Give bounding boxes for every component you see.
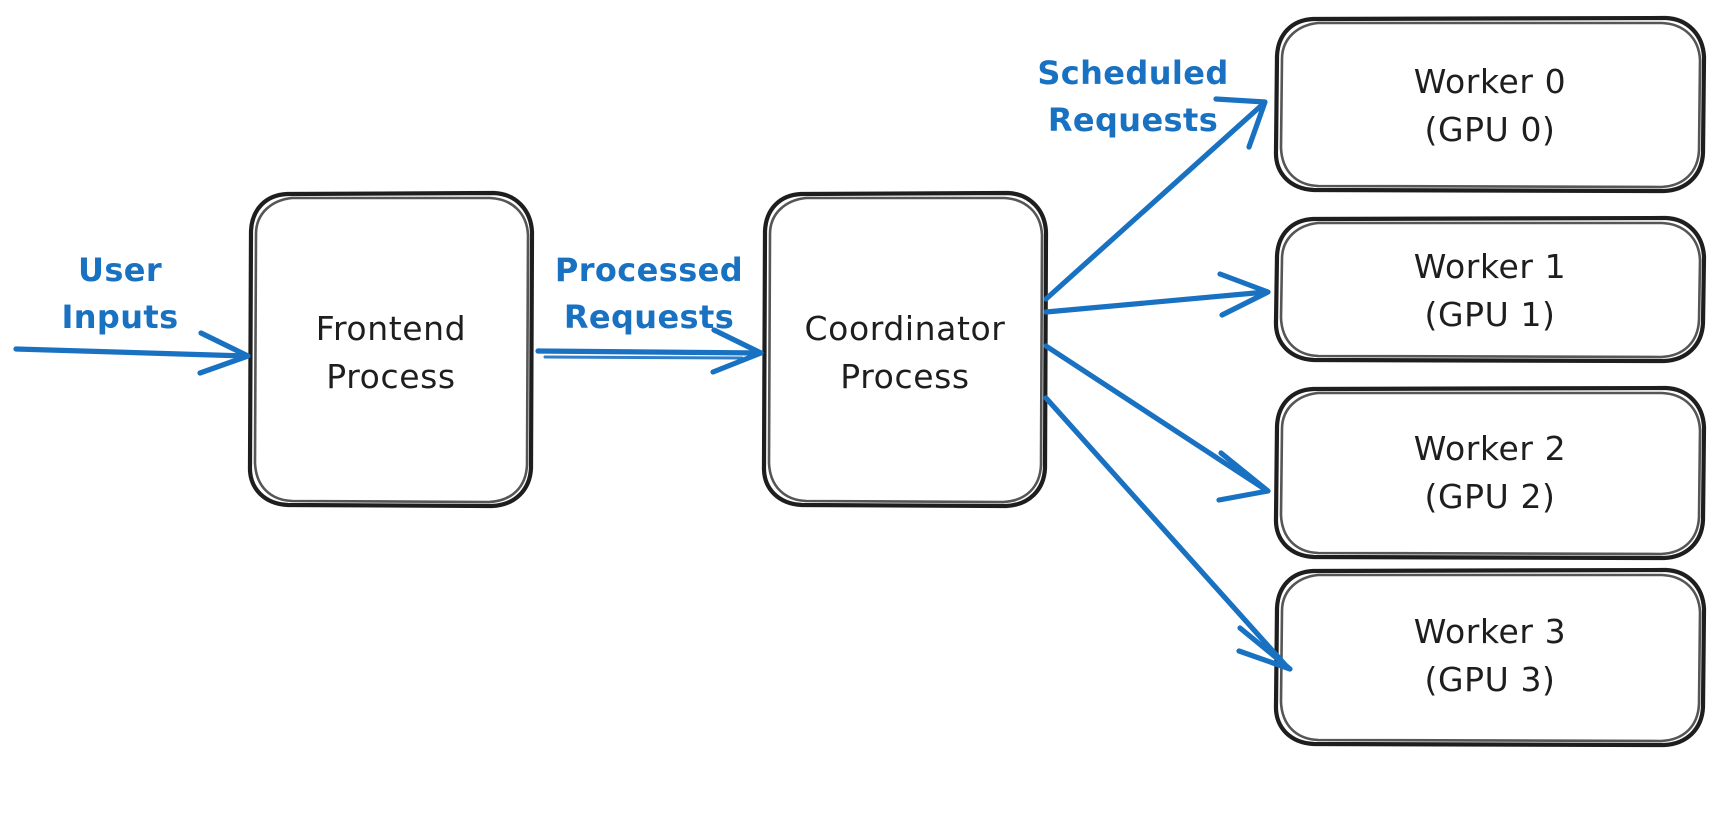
node-worker-0[interactable]: Worker 0 (GPU 0) (1273, 15, 1707, 194)
node-frontend-process[interactable]: Frontend Process (247, 190, 535, 509)
user-inputs-arrow-shaft (13, 346, 249, 359)
edge-user-inputs: User Inputs (13, 251, 251, 376)
coordinator-process-label-line1: Coordinator (805, 309, 1006, 348)
worker-3-box-sketch-overlay (1279, 573, 1702, 743)
coordinator-process-box (761, 190, 1049, 509)
scheduled-requests-arrow-to-worker-3 (1043, 395, 1291, 671)
scheduled-requests-label-line1: Scheduled (1037, 54, 1228, 92)
frontend-process-label-line2: Process (326, 357, 455, 396)
coordinator-process-label-line2: Process (840, 357, 969, 396)
scheduled-requests-arrow-to-worker-2 (1043, 343, 1269, 493)
node-worker-2[interactable]: Worker 2 (GPU 2) (1273, 385, 1707, 561)
scheduled-requests-arrow-to-worker-0 (1043, 101, 1266, 302)
worker-0-label-line1: Worker 0 (1414, 62, 1567, 101)
processed-requests-arrow-shaft (535, 348, 763, 356)
worker-2-box-sketch-overlay (1279, 391, 1702, 556)
frontend-process-box-sketch-overlay (253, 196, 530, 504)
worker-3-label-line2: (GPU 3) (1424, 660, 1555, 699)
worker-0-label-line2: (GPU 0) (1424, 110, 1555, 149)
user-inputs-label-line2: Inputs (61, 298, 178, 336)
worker-2-label-line1: Worker 2 (1414, 429, 1567, 468)
user-inputs-arrow-head (197, 330, 251, 376)
worker-2-box (1273, 385, 1707, 561)
worker-3-box (1273, 567, 1707, 748)
worker-0-box-sketch-overlay (1279, 21, 1702, 189)
frontend-process-label-line1: Frontend (316, 309, 466, 348)
coordinator-process-box-sketch-overlay (767, 196, 1044, 504)
worker-2-label-line2: (GPU 2) (1424, 477, 1555, 516)
scheduled-requests-label-line2: Requests (1048, 101, 1218, 139)
frontend-process-box (247, 190, 535, 509)
scheduled-requests-arrowhead-worker-3 (1236, 625, 1293, 672)
worker-1-box (1273, 215, 1707, 364)
scheduled-requests-arrow-to-worker-1 (1043, 289, 1269, 315)
processed-requests-arrow-head (710, 327, 764, 375)
node-worker-3[interactable]: Worker 3 (GPU 3) (1273, 567, 1707, 748)
scheduled-requests-arrowhead-worker-0 (1213, 96, 1268, 150)
processed-requests-label-line1: Processed (555, 251, 743, 289)
processed-requests-label-line2: Requests (564, 298, 734, 336)
user-inputs-label-line1: User (78, 251, 162, 289)
scheduled-requests-arrowhead-worker-2 (1216, 450, 1271, 503)
worker-1-label-line2: (GPU 1) (1424, 295, 1555, 334)
worker-1-label-line1: Worker 1 (1414, 247, 1567, 286)
scheduled-requests-arrowhead-worker-1 (1217, 271, 1271, 318)
worker-0-box (1273, 15, 1707, 194)
processed-requests-arrow-shaft-sketch (543, 355, 744, 360)
node-worker-1[interactable]: Worker 1 (GPU 1) (1273, 215, 1707, 364)
edge-scheduled-requests: Scheduled Requests (1037, 54, 1293, 672)
edge-processed-requests: Processed Requests (535, 251, 764, 375)
node-coordinator-process[interactable]: Coordinator Process (761, 190, 1049, 509)
worker-1-box-sketch-overlay (1279, 221, 1702, 359)
worker-3-label-line1: Worker 3 (1414, 612, 1567, 651)
